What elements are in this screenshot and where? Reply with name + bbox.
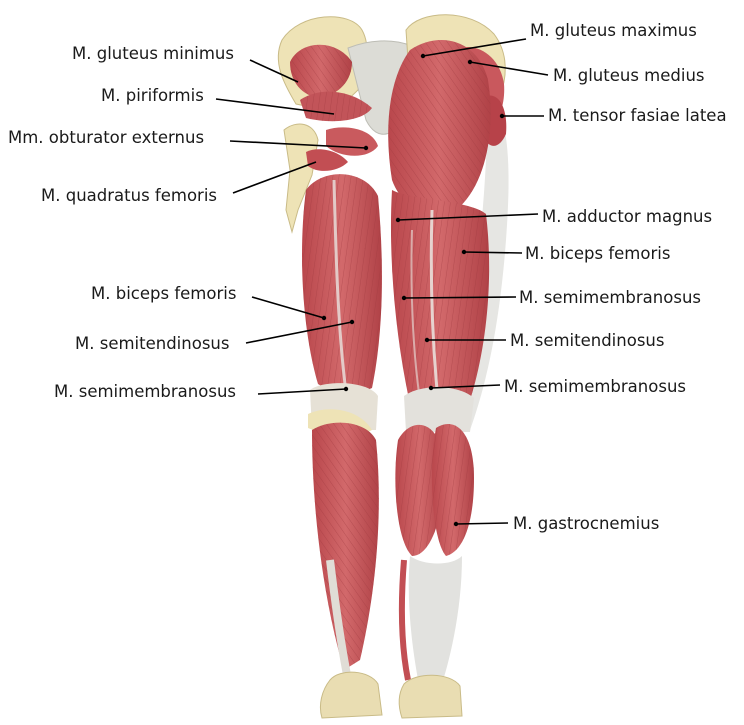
label-tensor-fasciae-latae: M. tensor fasiae latea — [500, 106, 727, 125]
label-text-gastrocnemius: M. gastrocnemius — [513, 514, 659, 533]
leader-gastrocnemius — [456, 523, 508, 524]
marker-biceps-femoris-right — [462, 250, 466, 254]
label-semimembranosus-left: M. semimembranosus — [54, 382, 348, 401]
marker-adductor-magnus — [396, 218, 400, 222]
label-text-semitendinosus-left: M. semitendinosus — [75, 334, 229, 353]
label-text-gluteus-minimus: M. gluteus minimus — [72, 44, 234, 63]
left-obturator-muscle — [326, 127, 378, 155]
label-text-gluteus-maximus: M. gluteus maximus — [530, 21, 697, 40]
marker-biceps-femoris-left — [322, 316, 326, 320]
label-quadratus-femoris: M. quadratus femoris — [41, 162, 316, 205]
marker-semitendinosus-left — [350, 320, 354, 324]
right-foot — [399, 675, 462, 718]
right-popliteal-fossa — [404, 387, 474, 432]
marker-semitendinosus-right — [425, 338, 429, 342]
label-text-semitendinosus-right: M. semitendinosus — [510, 331, 664, 350]
marker-gluteus-maximus — [421, 54, 425, 58]
label-text-adductor-magnus: M. adductor magnus — [542, 207, 712, 226]
label-biceps-femoris-left: M. biceps femoris — [91, 284, 326, 320]
leader-semimembranosus-right-upper — [404, 297, 516, 298]
marker-semimembranosus-right-upper — [402, 296, 406, 300]
marker-semimembranosus-right-lower — [429, 386, 433, 390]
label-gastrocnemius: M. gastrocnemius — [454, 514, 659, 533]
label-text-biceps-femoris-left: M. biceps femoris — [91, 284, 236, 303]
label-text-tensor-fasciae-latae: M. tensor fasiae latea — [548, 106, 727, 125]
label-text-quadratus-femoris: M. quadratus femoris — [41, 186, 217, 205]
label-gluteus-minimus: M. gluteus minimus — [72, 44, 298, 82]
label-text-semimembranosus-right-upper: M. semimembranosus — [519, 288, 701, 307]
label-text-gluteus-medius: M. gluteus medius — [553, 66, 705, 85]
marker-gastrocnemius — [454, 522, 458, 526]
marker-obturator-externus — [364, 146, 368, 150]
left-foot — [320, 672, 382, 718]
label-text-obturator-externus: Mm. obturator externus — [8, 128, 204, 147]
leader-biceps-femoris-right — [464, 252, 522, 253]
marker-semimembranosus-left — [344, 387, 348, 391]
right-achilles-tendon — [409, 556, 462, 690]
label-text-biceps-femoris-right: M. biceps femoris — [525, 244, 670, 263]
label-text-semimembranosus-right-lower: M. semimembranosus — [504, 377, 686, 396]
label-text-semimembranosus-left: M. semimembranosus — [54, 382, 236, 401]
marker-tensor-fasciae-latae — [500, 114, 504, 118]
right-leg-illustration — [388, 15, 508, 718]
label-text-piriformis: M. piriformis — [101, 86, 204, 105]
marker-gluteus-medius — [468, 60, 472, 64]
